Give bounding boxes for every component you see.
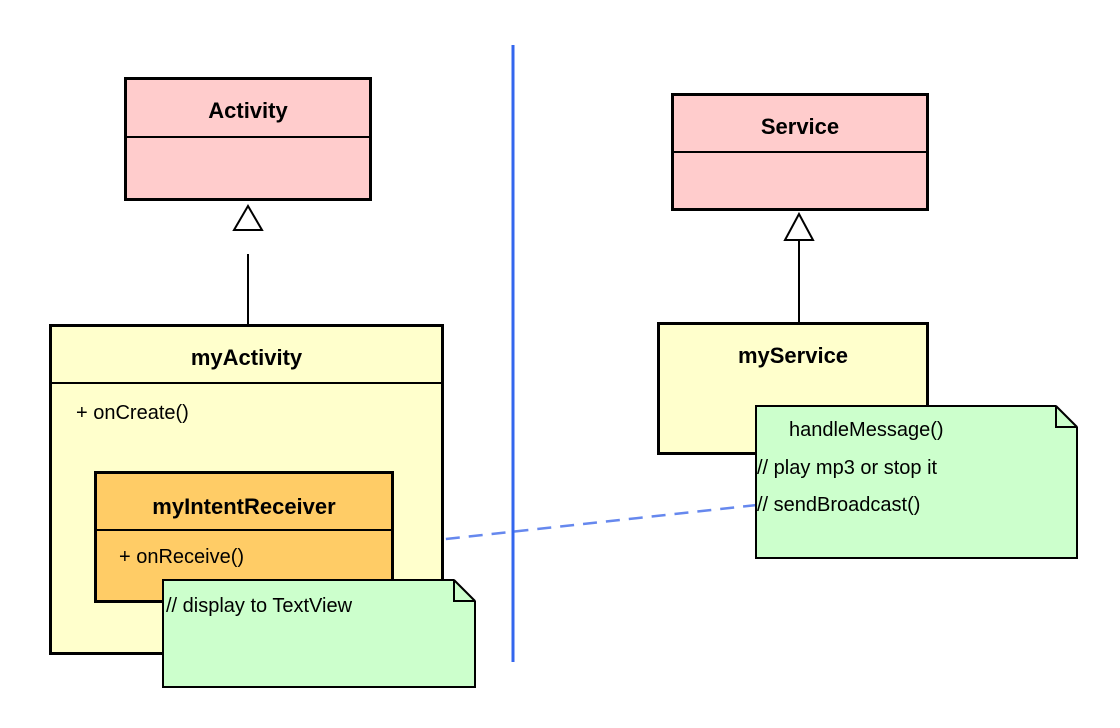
class-my-service-name: myService [737, 343, 849, 368]
class-my-intent-receiver-divider [97, 529, 391, 531]
class-service-divider [674, 151, 926, 153]
class-my-activity-divider [52, 382, 441, 384]
inheritance-arrow-activity [232, 204, 264, 231]
class-activity-name: Activity [208, 98, 288, 123]
note-handle-message-line-1: handleMessage() [789, 419, 944, 441]
class-my-activity-name: myActivity [190, 345, 303, 370]
class-activity-divider [127, 136, 369, 138]
class-activity: Activity [124, 77, 372, 201]
note-display-textview: // display to TextView [162, 579, 476, 688]
class-service-name: Service [760, 114, 840, 139]
inheritance-arrow-service [783, 211, 815, 241]
note-handle-message-line-3: // sendBroadcast() [757, 494, 921, 516]
note-handle-message-line-2: // play mp3 or stop it [757, 457, 938, 479]
class-service: Service [671, 93, 929, 211]
operation-oncreate: + onCreate() [76, 402, 189, 424]
operation-onreceive: + onReceive() [119, 546, 245, 568]
note-display-textview-line: // display to TextView [166, 595, 353, 617]
class-my-intent-receiver-name: myIntentReceiver [152, 494, 336, 519]
note-handle-message: handleMessage() // play mp3 or stop it /… [755, 405, 1078, 559]
